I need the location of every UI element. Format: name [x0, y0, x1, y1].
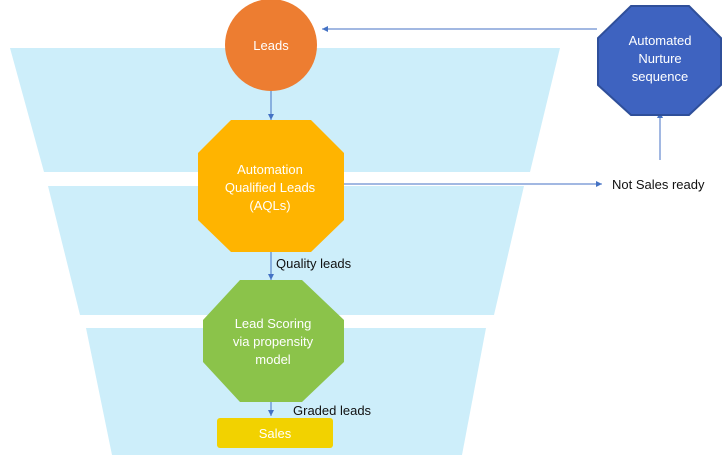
nurture-label-line-1: Automated	[629, 33, 692, 48]
nurture-label-line-2: Nurture	[638, 51, 681, 66]
scoring-label-line-3: model	[255, 352, 291, 367]
quality-leads-label: Quality leads	[276, 256, 352, 271]
aql-label-line-3: (AQLs)	[249, 198, 290, 213]
sales-node: Sales	[217, 418, 333, 448]
nurture-label-line-3: sequence	[632, 69, 688, 84]
scoring-node: Lead Scoring via propensity model	[203, 280, 344, 402]
aql-node: Automation Qualified Leads (AQLs)	[198, 120, 344, 252]
leads-node: Leads	[225, 0, 317, 91]
scoring-label-line-2: via propensity	[233, 334, 314, 349]
aql-label-line-1: Automation	[237, 162, 303, 177]
scoring-label-line-1: Lead Scoring	[235, 316, 312, 331]
leads-label: Leads	[253, 38, 289, 53]
aql-label-line-2: Qualified Leads	[225, 180, 316, 195]
not-sales-ready-label: Not Sales ready	[612, 177, 705, 192]
sales-label: Sales	[259, 426, 292, 441]
funnel-band-top	[10, 48, 560, 172]
nurture-node: Automated Nurture sequence	[597, 5, 722, 116]
graded-leads-label: Graded leads	[293, 403, 372, 418]
